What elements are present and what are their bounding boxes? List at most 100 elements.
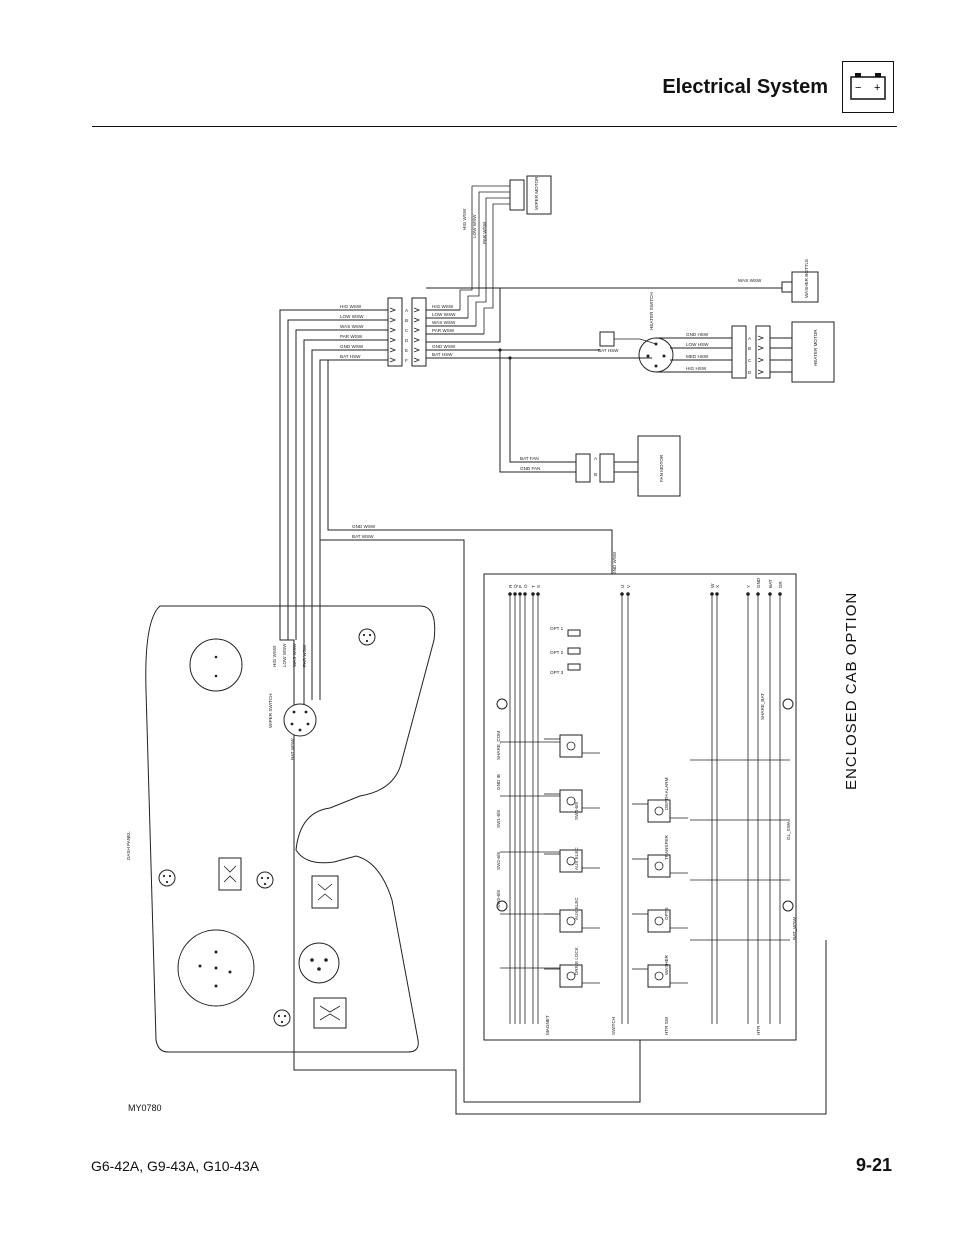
board-top-pin-bat: BAT bbox=[768, 579, 773, 588]
battery-minus: − bbox=[855, 82, 861, 94]
right-label-was: WAS WSW bbox=[432, 320, 456, 325]
fan-gnd-label: GND FAN bbox=[520, 466, 540, 471]
relay-coil bbox=[654, 861, 664, 871]
washer-wire-label: WAS WSW bbox=[738, 278, 762, 283]
side-label: ENCLOSED CAB OPTION bbox=[843, 591, 860, 790]
relay-coil bbox=[566, 916, 576, 926]
wiper-motor: WIPER MOTOR bbox=[509, 175, 552, 215]
relay-3 bbox=[559, 849, 583, 873]
wiper-motor-wires: HIG WSW LOW WSW PAR WSW bbox=[459, 185, 510, 334]
right-label-par: PAR WSW bbox=[432, 328, 455, 333]
relay-4 bbox=[559, 909, 583, 933]
relay-label-13: WASHER bbox=[664, 954, 669, 975]
side-marker-4: HTR bbox=[756, 1025, 761, 1035]
relay-label-3: SW1-6/8 bbox=[496, 810, 501, 828]
ws-label-par: PAR WSW bbox=[302, 644, 307, 667]
board-top-pin-x: X bbox=[715, 585, 720, 588]
opt-label-2: OPT 2 bbox=[550, 650, 564, 655]
connector-pin-e: E bbox=[405, 348, 408, 353]
left-label-hig: HIG WSW bbox=[340, 304, 362, 309]
relay-6 bbox=[647, 799, 671, 823]
battery-plus: + bbox=[874, 82, 880, 94]
pin-chevron bbox=[757, 369, 765, 375]
connector-pin-f: F bbox=[405, 358, 408, 363]
opt-jumper-2 bbox=[567, 647, 581, 655]
washer-bottle-label: WASHER BOTTLE bbox=[804, 259, 809, 298]
relay-8 bbox=[647, 909, 671, 933]
pin-chevron bbox=[757, 357, 765, 363]
fan-bat-label: BAT FAN bbox=[520, 456, 539, 461]
page-title: Electrical System bbox=[662, 76, 828, 98]
gnd-wsw-board-label: GND WSW bbox=[352, 524, 376, 529]
gnd-wsw-vertical-label: GND WSW bbox=[612, 551, 617, 575]
hsw-gnd-label: GND HSW bbox=[686, 332, 709, 337]
relay-label-2: GND IB bbox=[496, 774, 501, 790]
ws-label-low: LOW WSW bbox=[282, 643, 287, 667]
board-top-pin-y: Y bbox=[746, 585, 751, 588]
right-label-gnd: GND WSW bbox=[432, 344, 456, 349]
relay-coil bbox=[654, 916, 664, 926]
pin-chevron bbox=[413, 327, 421, 333]
heater-pin-b: B bbox=[748, 346, 751, 351]
board-top-pin-s: S bbox=[536, 585, 541, 588]
pin-chevron bbox=[389, 317, 397, 323]
wire-label-par-wsw-top: PAR WSW bbox=[482, 221, 487, 244]
figure-id: MY0780 bbox=[128, 1103, 162, 1113]
fan-pin-b: B bbox=[594, 472, 597, 477]
relay-label-14: SHARE_BAT bbox=[760, 693, 765, 720]
relay-label-8: AUX ELEC bbox=[574, 897, 579, 920]
side-marker-1: MAGNET bbox=[545, 1015, 550, 1035]
pin-chevron bbox=[389, 347, 397, 353]
relay-label-6: SW4-6/8 bbox=[574, 802, 579, 820]
relay-label-9: DRIVE LOCK bbox=[574, 946, 579, 975]
relay-label-15: GL_SWA bbox=[786, 820, 791, 840]
relay-7 bbox=[647, 854, 671, 878]
opt-jumper-3 bbox=[567, 663, 581, 671]
relay-2 bbox=[559, 789, 583, 813]
fan-motor-label: FAN MOTOR bbox=[659, 454, 664, 482]
board-top-pin-u: U bbox=[620, 585, 625, 588]
left-label-gnd: GND WSW bbox=[340, 344, 364, 349]
relay-coil bbox=[566, 741, 576, 751]
pin-chevron bbox=[389, 307, 397, 313]
pin-chevron bbox=[413, 347, 421, 353]
heater-motor-label: HEATER MOTOR bbox=[813, 329, 818, 366]
relay-coil bbox=[566, 796, 576, 806]
pin-chevron bbox=[757, 345, 765, 351]
page-number: 9-21 bbox=[855, 1155, 892, 1175]
opt-label-3: OPT 3 bbox=[550, 670, 564, 675]
board-top-pin-w: W bbox=[710, 583, 715, 588]
right-label-bat: BAT HSW bbox=[432, 352, 453, 357]
relay-coil bbox=[566, 971, 576, 981]
heater-pin-d: D bbox=[748, 370, 752, 375]
wiper-switch-feed-wires: HIG WSW LOW WSW WAS WSW PAR WSW GND WSW … bbox=[279, 304, 388, 705]
relay-coil bbox=[654, 806, 664, 816]
ws-label-bat: BAT WSW bbox=[290, 738, 295, 760]
dash-panel-label: DASH PANEL bbox=[126, 831, 131, 860]
wire-label-hig-wsw-top: HIG WSW bbox=[462, 208, 467, 230]
footer-models: G6-42A, G9-43A, G10-43A bbox=[91, 1158, 260, 1174]
relay-label-12: OPTS bbox=[664, 907, 669, 920]
right-label-hig: HIG WSW bbox=[432, 304, 454, 309]
pin-chevron bbox=[757, 335, 765, 341]
wiper-switch: WIPER SWITCH HIG WSW LOW WSW WAS WSW PAR… bbox=[268, 643, 317, 760]
pin-chevron bbox=[389, 337, 397, 343]
board-top-pin-t: T bbox=[531, 585, 536, 588]
pin-chevron bbox=[389, 327, 397, 333]
heater-bat-label: BAT HSW bbox=[598, 348, 619, 353]
hsw-hig-label: HIG HSW bbox=[686, 366, 707, 371]
board-top-pin-v: V bbox=[626, 584, 631, 588]
fan-wires: BAT FAN GND FAN A B bbox=[499, 350, 638, 483]
relay-label-11: TRANSFER bbox=[664, 835, 669, 860]
connector-pin-c: C bbox=[405, 328, 409, 333]
wire-label-low-wsw-top: LOW WSW bbox=[472, 214, 477, 238]
dash-panel: DASH PANEL bbox=[126, 605, 436, 1053]
board-top-pin-q: Q bbox=[513, 584, 518, 588]
heater-pin-a: A bbox=[748, 336, 752, 341]
pin-chevron bbox=[413, 307, 421, 313]
hsw-med-label: MED HSW bbox=[686, 354, 709, 359]
heater-switch: HEATER SWITCH BAT HSW bbox=[598, 292, 674, 373]
